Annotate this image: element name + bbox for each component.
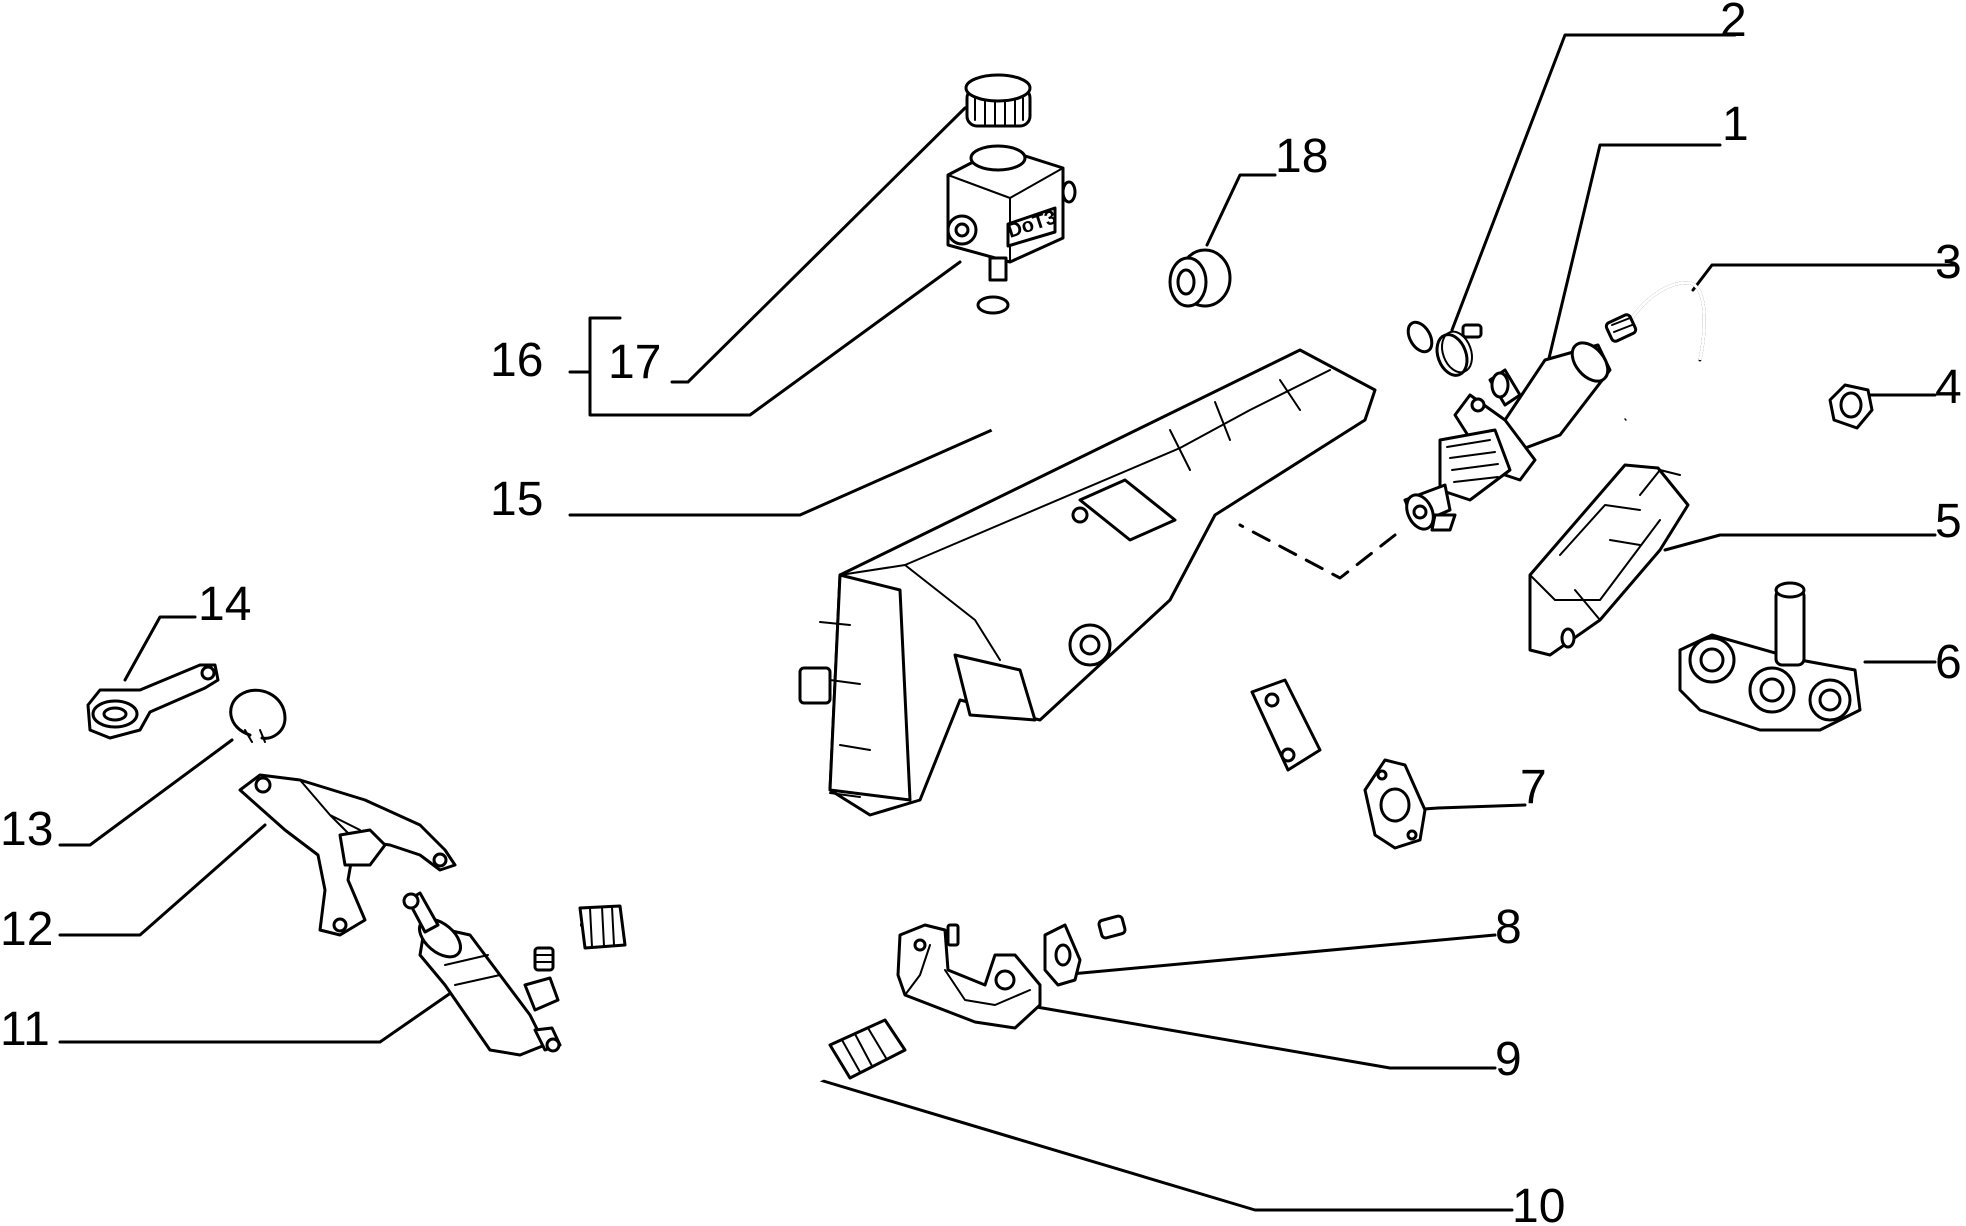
part-4-nut [1828,383,1874,430]
callout-4: 4 [1935,361,1962,414]
callout-5: 5 [1935,495,1962,548]
pedal-mount-dashed-line [1238,523,1397,580]
callout-17: 17 [608,336,661,389]
part-14-release-fork-lever [86,663,220,740]
callout-1: 1 [1722,98,1749,151]
callout-7: 7 [1520,761,1547,814]
part-1-clutch-master-cylinder [1403,341,1612,532]
part-7-gasket [1363,758,1427,850]
part-17-reservoir-cap [964,73,1032,128]
callout-12: 12 [0,903,53,956]
leader-bracket-16 [588,260,962,417]
leader-lines [58,33,1957,1212]
leader-line-5 [1663,533,1937,552]
callout-16: 16 [490,334,543,387]
leader-line-15 [568,420,1012,517]
part-16-fluid-reservoir: DoT3 [946,144,1077,282]
part-12-slave-mounting-bracket [238,773,457,937]
leader-line-7 [1408,803,1527,812]
part-8-clutch-pipe [1097,418,1627,940]
part-2-hose-clamp [1435,323,1483,377]
callout-9: 9 [1495,1033,1522,1086]
leader-line-2 [1450,33,1737,332]
leader-line-18 [1205,173,1277,247]
part-18-grommet [1168,248,1232,308]
callout-15: 15 [490,473,543,526]
leader-line-11 [58,988,457,1044]
pedal-box-bracket [798,348,1377,817]
callout-2: 2 [1720,0,1747,47]
leader-line-8 [1058,933,1497,977]
callout-14: 14 [198,578,251,631]
leader-line-12 [58,823,267,937]
callout-8: 8 [1495,901,1522,954]
leader-line-3 [1691,263,1957,292]
part-3-feed-pipe [1604,281,1706,362]
leader-line-14 [123,615,197,682]
part-15-reservoir-hose [976,281,1434,449]
leader-line-10 [818,1078,1514,1212]
part-9-hose-bracket [896,923,1042,1030]
part-11-slave-cylinder [402,891,562,1057]
callout-13: 13 [0,803,53,856]
part-6-pipe-clip [1678,581,1862,732]
leader-line-1 [1543,143,1722,377]
callout-6: 6 [1935,636,1962,689]
callout-18: 18 [1275,130,1328,183]
part-8-retaining-clip [1043,923,1082,987]
leader-line-9 [1023,1003,1497,1070]
leader-line-13 [58,738,234,847]
part-10-flexible-hose [533,904,907,1111]
part-13-circlip [229,688,287,743]
leader-line-17 [670,106,967,384]
callout-3: 3 [1935,236,1962,289]
callout-11: 11 [0,1003,50,1056]
part-5-pipe-cover [1528,463,1690,657]
callout-10: 10 [1512,1180,1565,1226]
